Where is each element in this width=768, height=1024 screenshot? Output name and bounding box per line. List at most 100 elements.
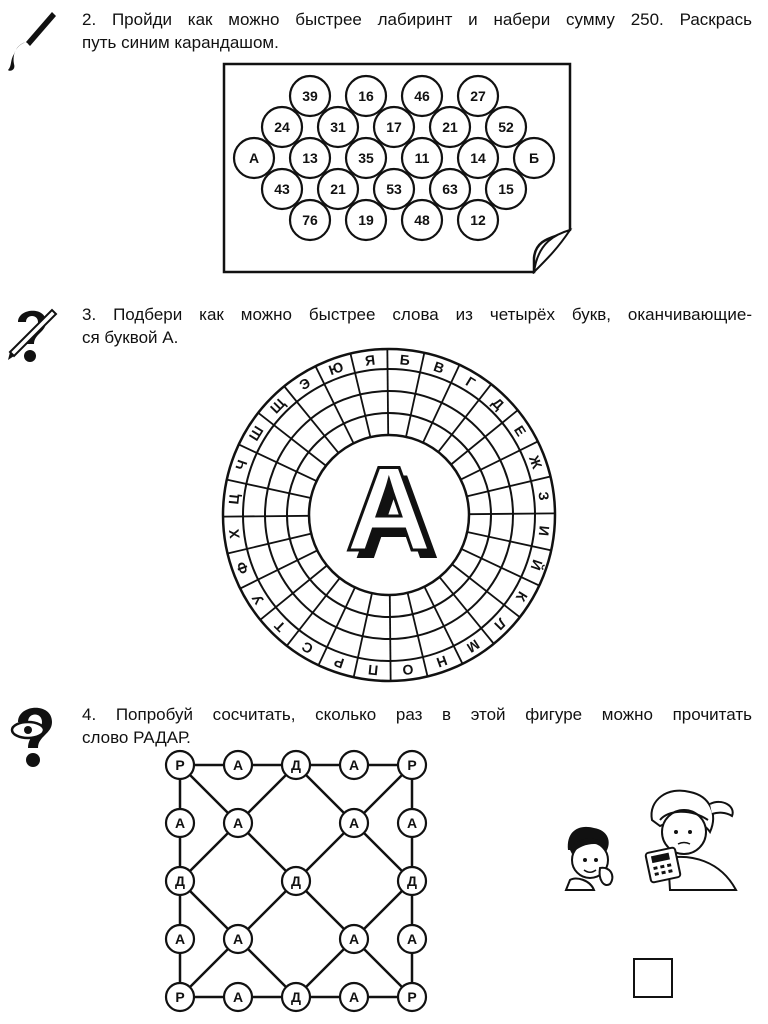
wheel-spoke <box>283 385 340 454</box>
number-maze: 39 16 46 27 24 31 17 21 52 13 35 11 14 43 21 53 63 15 76 19… <box>222 62 573 274</box>
maze-cell[interactable]: 14 <box>456 136 500 180</box>
task4-line1: 4. Попробуй сосчитать, сколько раз в это… <box>82 705 752 724</box>
radar-node: А <box>222 923 254 955</box>
radar-node: А <box>396 807 428 839</box>
maze-cell[interactable]: 17 <box>372 105 416 149</box>
wheel-spoke <box>257 412 327 467</box>
maze-cell[interactable]: 27 <box>456 74 500 118</box>
maze-number: 53 <box>386 181 402 197</box>
radar-letter: А <box>175 931 185 947</box>
wheel-spoke <box>438 576 495 645</box>
radar-letter: Р <box>175 757 184 773</box>
wheel-letter: Ц <box>225 492 242 505</box>
wheel-spoke <box>238 443 317 482</box>
wheel-letter: Х <box>226 528 243 540</box>
task3-text: 3. Подбери как можно быстрее слова из че… <box>82 303 752 349</box>
maze-number: 35 <box>358 150 374 166</box>
radar-letter: Д <box>175 873 185 889</box>
maze-cell[interactable]: 35 <box>344 136 388 180</box>
maze-cell[interactable]: 52 <box>484 105 528 149</box>
maze-number: 31 <box>330 119 346 135</box>
radar-node: Д <box>164 865 196 897</box>
maze-cell[interactable]: 46 <box>400 74 444 118</box>
maze-cell[interactable]: 21 <box>428 105 472 149</box>
maze-number: 52 <box>498 119 514 135</box>
wheel-spoke <box>437 383 492 453</box>
task4-line2: слово РАДАР. <box>82 728 191 747</box>
maze-cell[interactable]: 21 <box>316 167 360 211</box>
radar-letter: Д <box>407 873 417 889</box>
maze-end-b[interactable]: Б <box>512 136 556 180</box>
wheel-spoke <box>314 365 355 444</box>
maze-cell[interactable]: 19 <box>344 198 388 242</box>
radar-letter: Д <box>291 989 301 1005</box>
maze-number: А <box>249 150 259 166</box>
maze-cell[interactable]: 13 <box>288 136 332 180</box>
radar-node: Р <box>396 749 428 781</box>
radar-node: А <box>338 749 370 781</box>
maze-cell[interactable]: 43 <box>260 167 304 211</box>
maze-number: 43 <box>274 181 290 197</box>
radar-letter: Р <box>407 757 416 773</box>
radar-node: Р <box>164 981 196 1013</box>
radar-letter: А <box>349 989 359 1005</box>
wheel-spoke <box>259 564 328 621</box>
maze-number: 13 <box>302 150 318 166</box>
maze-cell[interactable]: 31 <box>316 105 360 149</box>
maze-start-a[interactable]: А <box>232 136 276 180</box>
wheel-spoke <box>468 512 556 516</box>
maze-number: 48 <box>414 212 430 228</box>
maze-cell[interactable]: 11 <box>400 136 444 180</box>
wheel-spoke <box>450 409 519 466</box>
radar-letter: А <box>349 815 359 831</box>
maze-number: 39 <box>302 88 318 104</box>
task3-line2: ся буквой А. <box>82 328 179 347</box>
radar-letter: А <box>407 931 417 947</box>
radar-node: Р <box>396 981 428 1013</box>
maze-cell[interactable]: 16 <box>344 74 388 118</box>
wheel-letter: Ж <box>526 452 546 471</box>
task4-text: 4. Попробуй сосчитать, сколько раз в это… <box>82 703 752 749</box>
wheel-spoke <box>317 587 356 666</box>
question-pencil-icon <box>6 302 58 373</box>
center-letter-shadow: А <box>354 450 441 584</box>
wheel-letter: З <box>535 491 552 502</box>
maze-number: 15 <box>498 181 514 197</box>
center-letter: А <box>346 442 433 576</box>
maze-cell[interactable]: 48 <box>400 198 444 242</box>
wheel-spoke <box>239 549 318 590</box>
maze-cell[interactable]: 15 <box>484 167 528 211</box>
task2-line2: путь синим карандашом. <box>82 33 279 52</box>
maze-cell[interactable]: 63 <box>428 167 472 211</box>
wheel-letter: И <box>536 525 553 537</box>
maze-cell[interactable]: 53 <box>372 167 416 211</box>
wheel-spoke <box>286 577 341 647</box>
radar-node: Д <box>396 865 428 897</box>
maze-number: 16 <box>358 88 374 104</box>
children-illustration <box>560 780 760 905</box>
wheel-spoke <box>461 548 540 587</box>
maze-number: 27 <box>470 88 486 104</box>
maze-number: 76 <box>302 212 318 228</box>
radar-letter: А <box>233 989 243 1005</box>
wheel-letter: Ч <box>232 458 250 472</box>
wheel-spoke <box>386 348 390 436</box>
radar-letter: Д <box>291 873 301 889</box>
maze-cell[interactable]: 39 <box>288 74 332 118</box>
wheel-letter: Ф <box>233 560 252 577</box>
wheel-letter: Ю <box>327 358 346 378</box>
answer-box[interactable] <box>633 958 673 998</box>
wheel-spoke <box>405 352 426 438</box>
maze-cell[interactable]: 12 <box>456 198 500 242</box>
wheel-spoke <box>466 475 551 498</box>
maze-cell[interactable]: 76 <box>288 198 332 242</box>
wheel-spoke <box>226 478 312 499</box>
radar-letter: Р <box>407 989 416 1005</box>
wheel-letter: В <box>432 358 447 376</box>
maze-cell[interactable]: 24 <box>260 105 304 149</box>
radar-letter: А <box>349 757 359 773</box>
maze-number: 19 <box>358 212 374 228</box>
maze-number: 14 <box>470 150 486 166</box>
radar-node: А <box>164 807 196 839</box>
